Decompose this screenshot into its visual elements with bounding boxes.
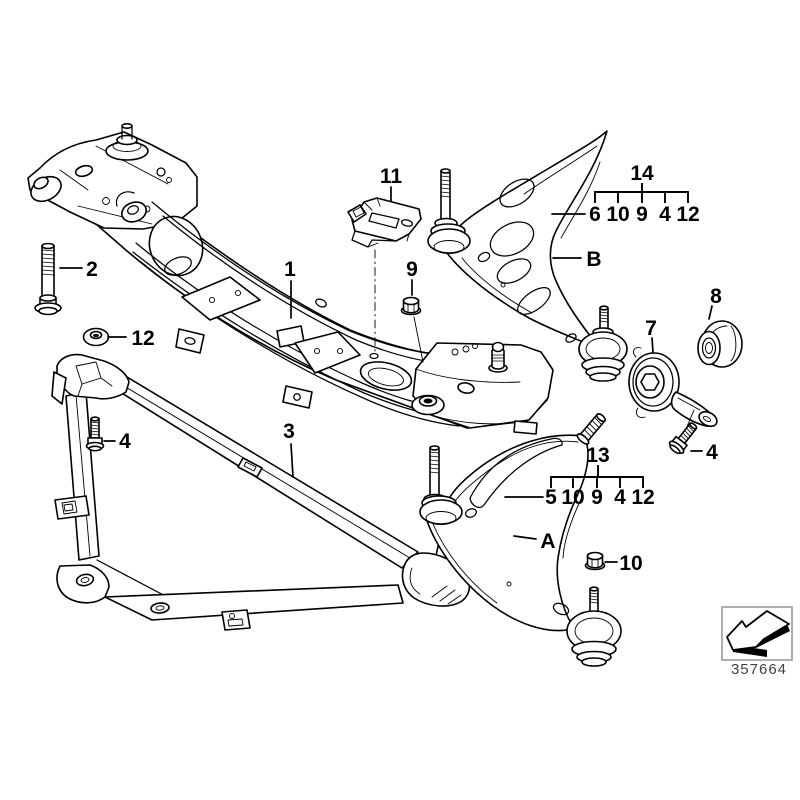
- group-bracket-14: [594, 183, 689, 203]
- callout-part-2[interactable]: 2: [86, 258, 98, 281]
- callout-arm-a[interactable]: A: [540, 530, 555, 553]
- direction-arrow-box: [721, 606, 793, 661]
- callout-group13-item-1[interactable]: 10: [561, 486, 584, 509]
- callout-group14-item-1[interactable]: 10: [606, 203, 629, 226]
- callout-group14-item-3[interactable]: 4: [659, 203, 671, 226]
- front-axle-support-part-1: [27, 123, 554, 435]
- callout-part-12[interactable]: 12: [131, 327, 154, 350]
- callout-part-10[interactable]: 10: [619, 552, 642, 575]
- bolt-part-4-left: [85, 416, 105, 452]
- bolt-part-4-right: [668, 422, 698, 455]
- group-bracket-13: [550, 465, 644, 488]
- callout-part-11[interactable]: 11: [380, 165, 403, 188]
- callout-part-7[interactable]: 7: [645, 317, 657, 340]
- callout-arm-b[interactable]: B: [586, 248, 601, 271]
- callout-part-1[interactable]: 1: [284, 258, 296, 281]
- callout-labels: 1 2 3 4 4 7 8 9 10 11 12 A B 14 6 10 9 4…: [86, 162, 722, 575]
- callout-group13-item-4[interactable]: 12: [631, 486, 654, 509]
- callout-part-4-right[interactable]: 4: [706, 441, 718, 464]
- callout-leader-lines: [59, 186, 713, 563]
- callout-group13-item-2[interactable]: 9: [591, 486, 603, 509]
- reinforcement-brace-part-3: [51, 353, 471, 631]
- callout-group14-item-2[interactable]: 9: [636, 203, 648, 226]
- callout-group13-item-3[interactable]: 4: [614, 486, 626, 509]
- bushing-part-8: [697, 320, 743, 368]
- washer-part-12: [82, 327, 110, 347]
- drawing-number: 357664: [731, 661, 787, 678]
- callout-part-4-left[interactable]: 4: [119, 430, 131, 453]
- bolt-part-2: [34, 242, 62, 316]
- callout-group13-item-0[interactable]: 5: [545, 486, 557, 509]
- nut-part-10: [584, 551, 606, 571]
- nut-part-9: [400, 296, 424, 363]
- callout-part-9[interactable]: 9: [406, 258, 418, 281]
- control-arm-a: [419, 413, 622, 667]
- control-arm-b: [427, 130, 628, 382]
- callout-part-8[interactable]: 8: [710, 285, 722, 308]
- callout-group14-item-4[interactable]: 12: [676, 203, 699, 226]
- callout-group14-item-0[interactable]: 6: [589, 203, 601, 226]
- callout-part-3[interactable]: 3: [283, 420, 295, 443]
- bushing-bracket-part-7: [628, 347, 718, 430]
- callout-group14-label[interactable]: 14: [630, 162, 654, 185]
- callout-group13-label[interactable]: 13: [586, 444, 609, 467]
- bracket-part-11: [347, 197, 422, 248]
